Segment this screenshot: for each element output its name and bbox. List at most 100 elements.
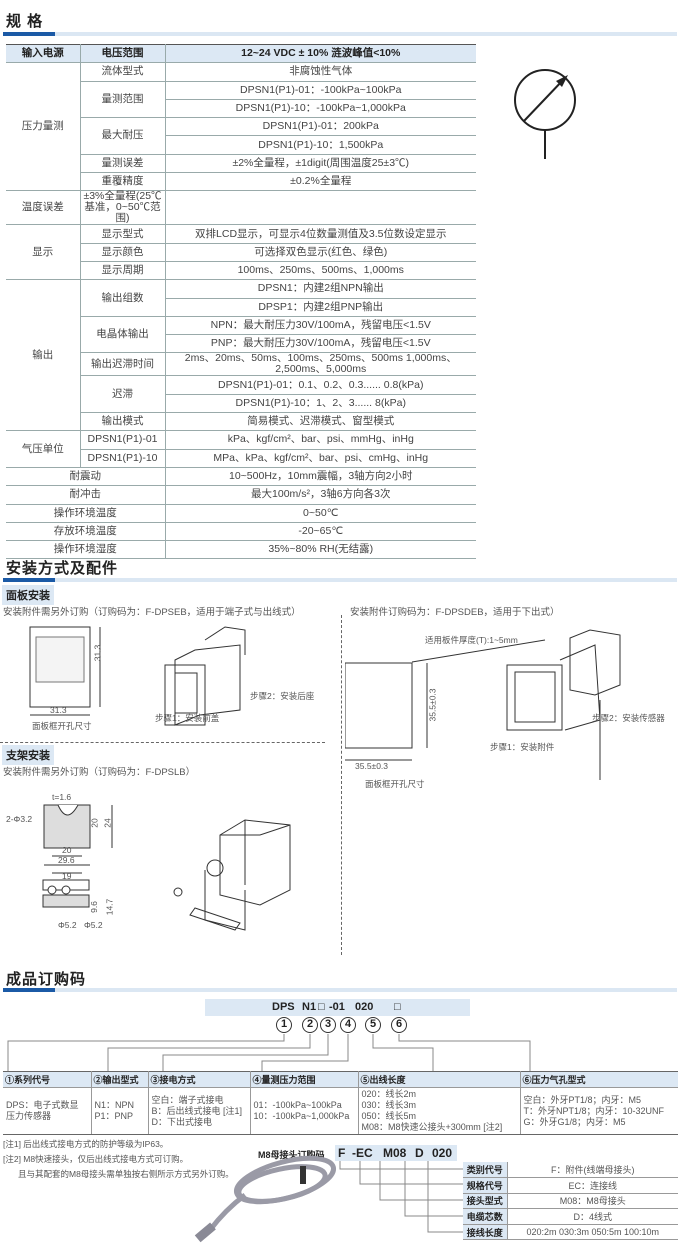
spec-row: 输出模式简易模式、迟滞模式、窗型模式 xyxy=(6,412,476,432)
spec-label-cell: 存放环境温度 xyxy=(6,521,166,542)
spec-label-cell: 操作环境湿度 xyxy=(6,540,166,560)
dashed-divider xyxy=(0,742,325,743)
section-divider xyxy=(3,32,677,36)
note-1: [注1] 后出线式接电方式的防护等级为IP63。 xyxy=(3,1139,169,1149)
pressure-gauge-symbol-icon xyxy=(514,69,576,159)
spec-value-cell: DPSN1(P1)-10：-100kPa~1,000kPa xyxy=(165,98,476,119)
spec-label-cell: 输出 xyxy=(6,279,81,432)
dim-24: 24 xyxy=(102,818,113,828)
panel-mount-note: 安装附件需另外订购（订购码为：F-DPSEB，适用于端子式与出线式） xyxy=(3,607,301,618)
order-header: ①系列代号 xyxy=(3,1071,92,1088)
order-title: 成品订购码 xyxy=(6,971,87,988)
spec-label-cell: 显示周期 xyxy=(80,260,166,281)
m8-cable-image xyxy=(194,1155,337,1243)
cutout-label-right: 面板框开孔尺寸 xyxy=(365,779,425,789)
spec-value-cell: DPSN1：内建2组NPN输出 xyxy=(165,279,476,299)
spec-label-cell: 操作环境温度 xyxy=(6,503,166,523)
order-cell: N1：NPN P1：PNP xyxy=(91,1087,149,1135)
m8-value: 020:2m 030:3m 050:5m 100:10m xyxy=(507,1224,678,1241)
m8-value: EC：连接线 xyxy=(507,1177,678,1194)
spec-label-cell: 流体型式 xyxy=(80,62,166,82)
order-cell: 空白：外牙PT1/8；内牙：M5 T：外牙NPT1/8；内牙：10-32UNF … xyxy=(520,1087,678,1135)
m8-key: 接线长度 xyxy=(463,1224,508,1241)
spec-value-cell: PNP：最大耐压力30V/100mA，残留电压<1.5V xyxy=(165,334,476,354)
spec-row: 重覆精度±0.2%全量程 xyxy=(6,172,476,192)
spec-value-cell: 10~500Hz，10mm震幅，3轴方向2小时 xyxy=(165,466,476,487)
m8-code-category: F xyxy=(338,1146,346,1160)
order-connector-lines xyxy=(7,1034,531,1071)
step2-right-label: 步骤2：安装传感器 xyxy=(592,713,665,723)
bracket-mount-note: 安装附件需另外订购（订购码为：F-DPSLB） xyxy=(3,767,196,778)
m8-value: M08：M8母接头 xyxy=(507,1193,678,1210)
spec-row: 压力量测流体型式非腐蚀性气体 xyxy=(6,62,476,192)
circle-5: 5 xyxy=(365,1017,381,1033)
cutout-label: 面板框开孔尺寸 xyxy=(32,721,92,731)
m8-key: 电缆芯数 xyxy=(463,1208,508,1225)
spec-title: 规 格 xyxy=(6,13,44,30)
spec-label-cell: 输出迟滞时间 xyxy=(80,352,166,377)
spec-value-cell: MPa、kPa、kgf/cm²、bar、psi、cmHg、inHg xyxy=(165,448,476,468)
spec-value-cell: DPSN1(P1)-01：0.1、0.2、0.3...... 0.8(kPa) xyxy=(165,375,476,395)
circle-3: 3 xyxy=(320,1017,336,1033)
code-connection: □ xyxy=(318,1001,325,1013)
code-series: DPS xyxy=(272,1001,295,1013)
step2-label: 步骤2：安装后座 xyxy=(250,691,315,701)
order-header: ②输出型式 xyxy=(91,1071,149,1088)
order-table: ①系列代号 ②输出型式 ③接电方式 ④量测压力范围 ⑤出线长度 ⑥压力气孔型式 … xyxy=(3,1071,678,1135)
note-2: [注2] M8快速接头，仅后出线式接电方式可订购。 xyxy=(3,1154,189,1164)
spec-row: 显示颜色可选择双色显示(红色、绿色) xyxy=(6,242,476,262)
circle-2: 2 xyxy=(302,1017,318,1033)
spec-label-cell: 输入电源 xyxy=(6,43,81,64)
dim-20-horizontal: 20 xyxy=(62,845,72,855)
spec-label-cell: ±3%全量程(25℃基准，0~50℃范围) xyxy=(80,190,166,226)
order-header: ③接电方式 xyxy=(148,1071,251,1088)
spec-label-cell: 显示颜色 xyxy=(80,242,166,262)
dim-height: 31.3 xyxy=(92,644,103,662)
dim-height-right: 35.5±0.3 xyxy=(427,688,438,722)
spec-label-cell: 显示型式 xyxy=(80,224,166,244)
spec-value-cell: DPSN1(P1)-10：1、2、3...... 8(kPa) xyxy=(165,393,476,414)
spec-value-cell: 可选择双色显示(红色、绿色) xyxy=(165,242,476,262)
dim-width: 31.3 xyxy=(50,705,67,715)
dim-thickness: t=1.6 xyxy=(52,792,72,802)
step1-label: 步骤1：安装前盖 xyxy=(155,713,220,723)
circle-6: 6 xyxy=(391,1017,407,1033)
spec-label-cell: 量测范围 xyxy=(80,80,166,119)
spec-label-cell: 输出组数 xyxy=(80,279,166,317)
spec-label-cell: 温度误差 xyxy=(6,190,81,226)
step1-right-label: 步骤1：安装附件 xyxy=(490,742,555,752)
spec-value-cell: -20~65℃ xyxy=(165,521,476,542)
spec-value-cell: DPSP1：内建2组PNP输出 xyxy=(165,297,476,317)
spec-value-cell: 2ms、20ms、50ms、100ms、250ms、500ms 1,000ms、… xyxy=(165,352,476,377)
dim-phi-2: Φ5.2 xyxy=(84,920,103,930)
m8-code-bar: F -EC M08 D 020 xyxy=(335,1145,457,1161)
spec-row: 温度误差±3%全量程(25℃基准，0~50℃范围) xyxy=(6,190,476,226)
m8-code-length: 020 xyxy=(432,1146,453,1160)
order-cell: DPS：电子式数显 压力传感器 xyxy=(3,1087,92,1135)
spec-label-cell: 气压单位 xyxy=(6,430,81,468)
dim-20-vertical: 20 xyxy=(89,818,100,828)
spec-value-cell: kPa、kgf/cm²、bar、psi、mmHg、inHg xyxy=(165,430,476,450)
spec-label-cell: 输出模式 xyxy=(80,412,166,432)
panel-mount-drawing-right xyxy=(345,629,621,780)
code-port: □ xyxy=(394,1001,401,1013)
dim-29-6: 29.6 xyxy=(58,855,75,865)
spec-label-cell: 显示 xyxy=(6,224,81,281)
m8-connector-lines xyxy=(339,1161,463,1233)
dim-width-right: 35.5±0.3 xyxy=(355,761,389,771)
spec-value-cell: DPSN1(P1)-10：1,500kPa xyxy=(165,135,476,155)
code-range: -01 xyxy=(329,1001,345,1013)
spec-label-cell: 最大耐压 xyxy=(80,117,166,155)
spec-value-cell: ±0.2%全量程 xyxy=(165,172,476,192)
dashed-divider xyxy=(341,615,342,955)
spec-value-cell: 双排LCD显示，可显示4位数量测值及3.5位数设定显示 xyxy=(165,224,476,244)
